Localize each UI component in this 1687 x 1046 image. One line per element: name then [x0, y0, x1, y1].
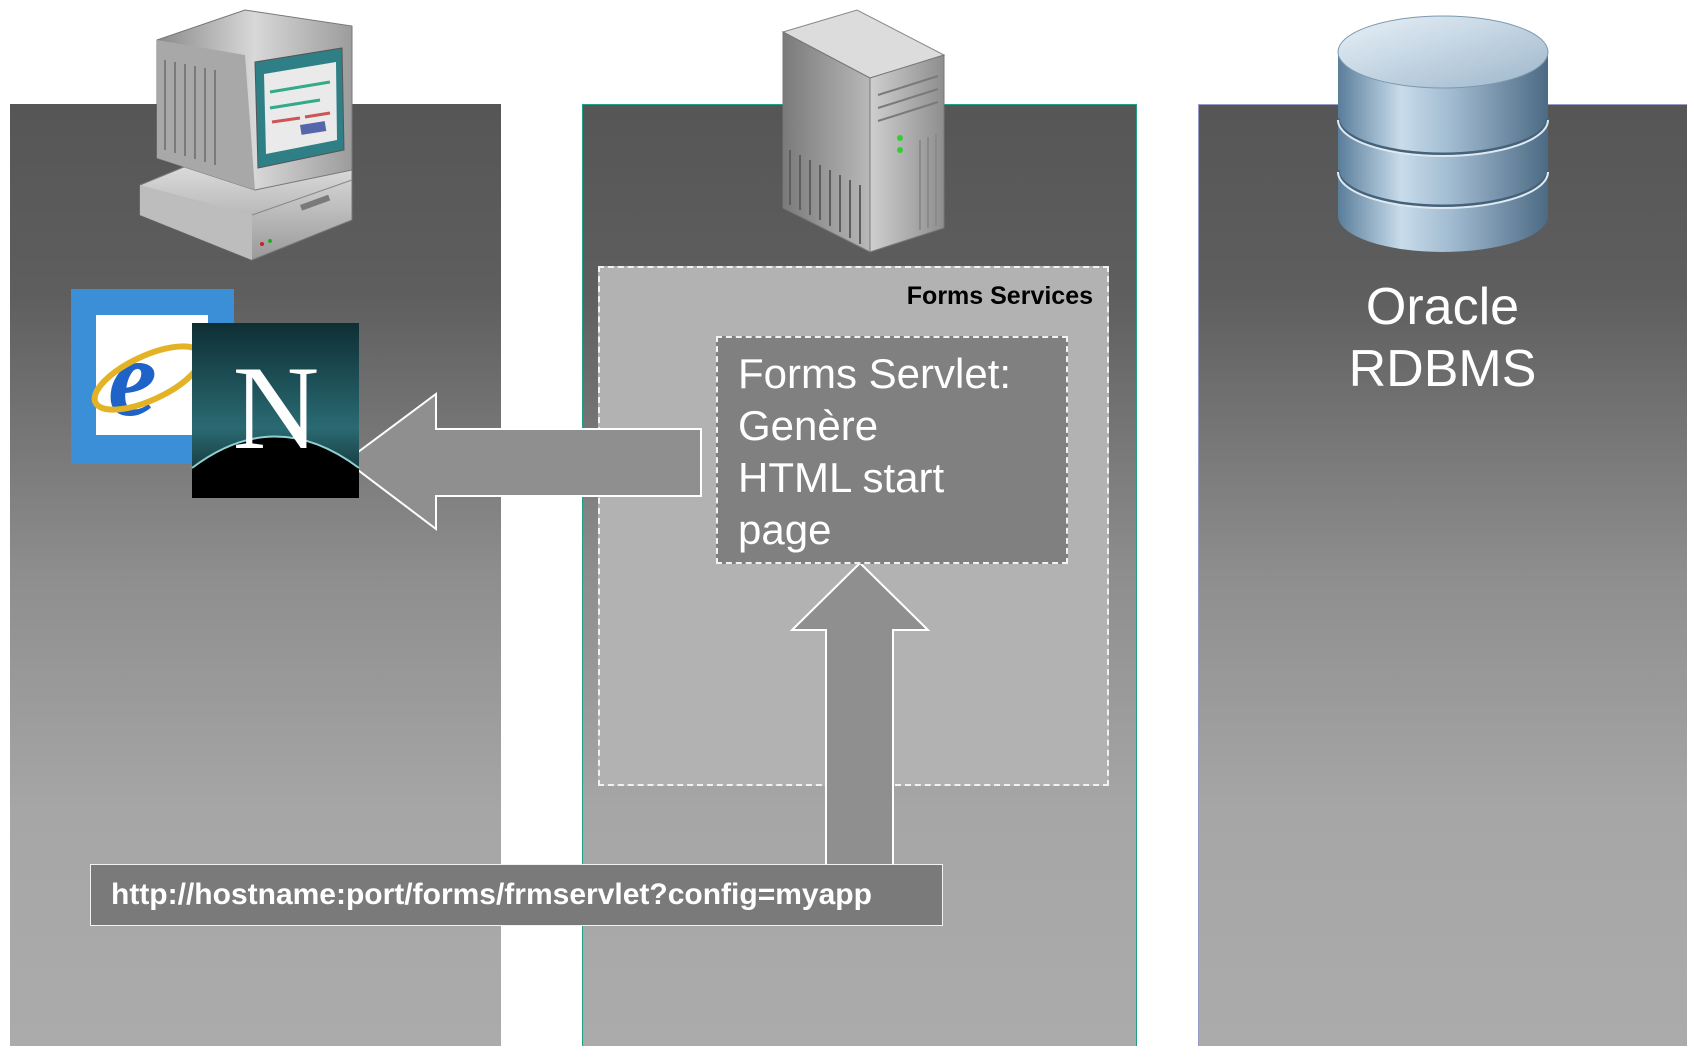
forms-servlet-box: Forms Servlet: Genère HTML start page [716, 336, 1068, 564]
request-url-text: http://hostname:port/forms/frmservlet?co… [111, 878, 872, 911]
database-label: Oracle RDBMS [1348, 278, 1537, 398]
request-url-box: http://hostname:port/forms/frmservlet?co… [90, 864, 943, 926]
up-arrow [789, 561, 931, 867]
database-tier-panel [1198, 104, 1687, 1046]
svg-text:e: e [108, 317, 157, 439]
forms-services-label: Forms Services [906, 282, 1093, 310]
netscape-letter: N [233, 341, 320, 474]
forms-servlet-text: Forms Servlet: Genère HTML start page [738, 350, 1012, 553]
left-arrow [344, 392, 702, 532]
